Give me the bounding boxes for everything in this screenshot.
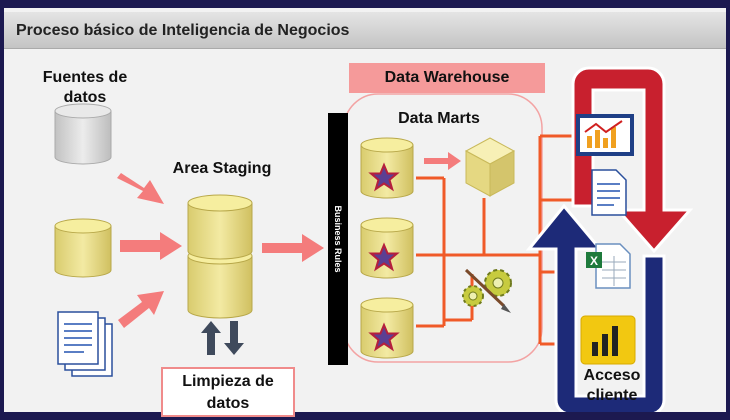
data-mart-database-icon — [360, 217, 414, 279]
business-rules-bar: Business Rules — [328, 113, 348, 365]
gears-icon — [462, 268, 512, 313]
cleaning-sync-arrows-icon — [201, 321, 244, 355]
data-warehouse-label: Data Warehouse — [349, 63, 545, 93]
cube-icon — [464, 137, 516, 197]
sources-label: Fuentes de datos — [42, 69, 128, 106]
staging-label: Area Staging — [172, 160, 272, 177]
cleaning-box: Limpieza de datos — [161, 367, 295, 417]
request-arrow-blue — [525, 203, 666, 412]
client-access-label: Acceso cliente — [583, 367, 641, 404]
delivery-arrow-red — [571, 66, 694, 254]
svg-text:X: X — [590, 254, 598, 268]
data-mart-database-icon — [360, 297, 414, 359]
source-to-staging-arrows — [117, 152, 461, 328]
title-bar: Proceso básico de Inteligencia de Negoci… — [4, 12, 726, 49]
data-marts-label: Data Marts — [398, 110, 480, 127]
business-rules-label: Business Rules — [333, 205, 343, 273]
document-stack-icon — [57, 311, 113, 377]
page-title: Proceso básico de Inteligencia de Negoci… — [16, 22, 350, 39]
power-bi-icon — [580, 315, 636, 365]
diagram-canvas: X — [54, 66, 694, 412]
excel-icon: X — [586, 243, 631, 289]
source-database-yellow-icon — [54, 218, 112, 278]
staging-database-icon — [187, 194, 253, 319]
content-panel: Proceso básico de Inteligencia de Negoci… — [4, 8, 726, 417]
document-icon — [591, 169, 627, 216]
cleaning-label: Limpieza de datos — [182, 373, 274, 412]
source-database-gray-icon — [54, 103, 112, 165]
chart-icon — [576, 114, 634, 156]
data-mart-database-icon — [360, 137, 414, 199]
